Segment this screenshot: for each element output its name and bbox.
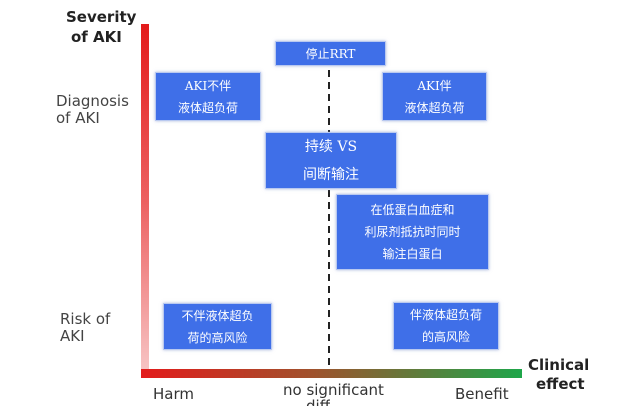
- y-label-risk-line1: Risk of: [60, 310, 111, 328]
- x-tick-no-significant: no significant: [283, 381, 384, 399]
- box-hypoalbuminemia-line2: 利尿剂抵抗时同时: [364, 225, 461, 239]
- x-axis-title-line1: Clinical: [528, 356, 590, 374]
- box-stop-rrt: 停止RRT: [275, 41, 386, 66]
- box-hypoalbuminemia-line3: 输注白蛋白: [382, 247, 443, 261]
- box-aki-overload-line1: AKI伴: [417, 78, 452, 93]
- box-no-overload-risk-line2: 荷的高风险: [187, 330, 248, 345]
- box-aki-no-overload: AKI不伴 液体超负荷: [155, 72, 261, 121]
- box-continuous-line1: 持续 VS: [304, 138, 358, 155]
- box-hypoalbuminemia: 在低蛋白血症和 利尿剂抵抗时同时 输注白蛋白: [336, 194, 489, 270]
- box-aki-overload: AKI伴 液体超负荷: [382, 72, 487, 121]
- y-axis-bar: [141, 24, 149, 375]
- y-axis-title-line2: of AKI: [71, 28, 122, 46]
- x-axis-title-line2: effect: [536, 375, 585, 393]
- box-hypoalbuminemia-line1: 在低蛋白血症和: [370, 203, 455, 217]
- box-overload-risk-line1: 伴液体超负荷: [409, 308, 482, 322]
- x-tick-benefit: Benefit: [455, 385, 509, 403]
- y-label-diagnosis-line2: of AKI: [56, 109, 100, 127]
- y-label-risk-line2: AKI: [60, 327, 85, 345]
- box-continuous-vs-intermittent: 持续 VS 间断输注: [265, 132, 397, 189]
- box-aki-no-overload-line2: 液体超负荷: [177, 100, 238, 115]
- box-stop-rrt-line1: 停止RRT: [305, 46, 356, 61]
- x-tick-no-significant-cut: diff: [306, 397, 331, 406]
- x-axis-bar: [141, 369, 522, 378]
- box-overload-risk-line2: 的高风险: [421, 330, 470, 344]
- y-label-diagnosis-line1: Diagnosis: [56, 92, 129, 110]
- box-overload-high-risk: 伴液体超负荷 的高风险: [393, 302, 499, 350]
- box-continuous-line2: 间断输注: [303, 166, 359, 183]
- x-tick-harm: Harm: [153, 385, 194, 403]
- y-axis-title-line1: Severity: [66, 8, 137, 26]
- box-aki-overload-line2: 液体超负荷: [404, 100, 465, 115]
- box-aki-no-overload-line1: AKI不伴: [184, 78, 232, 93]
- box-no-overload-risk-line1: 不伴液体超负: [181, 308, 254, 323]
- box-no-overload-high-risk: 不伴液体超负 荷的高风险: [163, 303, 272, 350]
